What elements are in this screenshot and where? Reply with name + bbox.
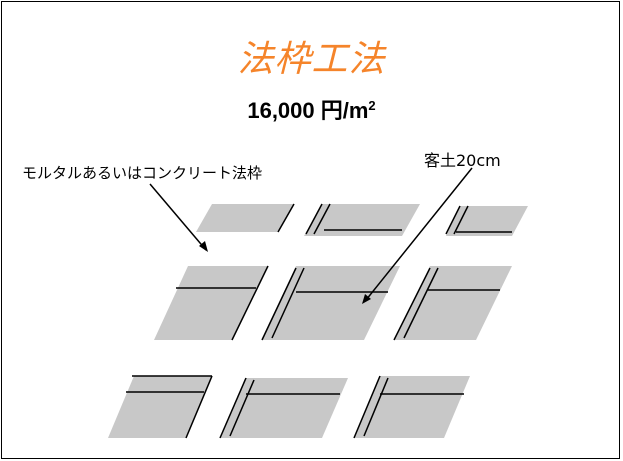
slide-title: 法枠工法	[237, 39, 386, 80]
panel-r3-3	[354, 376, 470, 438]
panel-r1-1	[196, 204, 294, 232]
soil-depth-label: 客土20cm	[424, 151, 501, 170]
frame-material-label: モルタルあるいはコンクリート法枠	[22, 164, 263, 182]
panel-r1-2	[304, 204, 420, 236]
price-text: 16,000 円/m2	[2, 93, 621, 125]
price-main: 16,000 円/m	[247, 98, 369, 123]
soil-leader-line	[365, 167, 473, 301]
panel-r3-2	[220, 378, 348, 438]
price-superscript: 2	[368, 98, 376, 113]
frame-leader-line	[149, 183, 207, 251]
panel-r2-2	[262, 266, 400, 340]
panel-r2-1	[154, 266, 268, 340]
panel-r2-3	[394, 266, 512, 340]
frame-leader-arrowhead	[199, 241, 208, 252]
soil-leader-arrowhead	[362, 294, 371, 304]
panel-r3-1	[108, 376, 212, 438]
panel-r1-3	[446, 206, 528, 236]
